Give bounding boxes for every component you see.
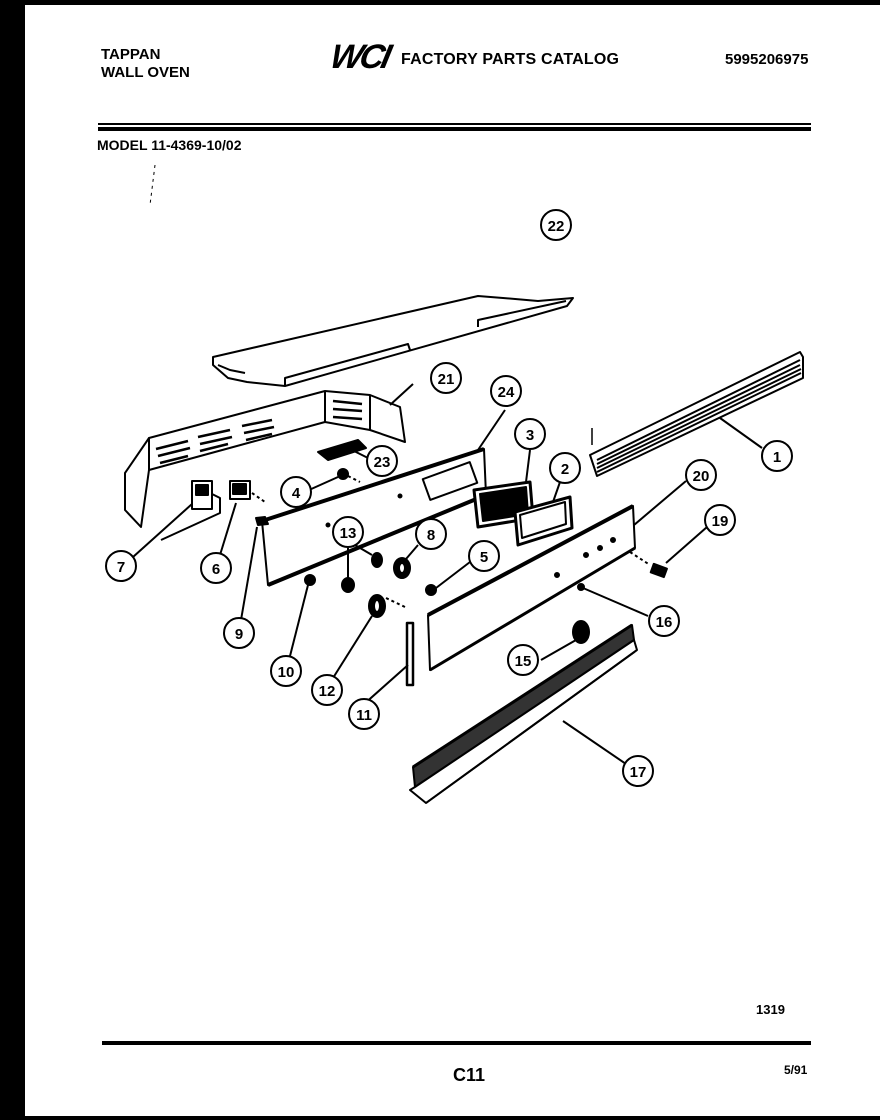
part-20-panel-front [427,480,687,672]
svg-text:24: 24 [498,384,515,401]
callout-13: 13 [332,516,364,548]
catalog-title: FACTORY PARTS CATALOG [401,51,620,68]
footer-rule [102,1041,811,1045]
part-12-bezel [332,594,406,679]
part-10-nut [288,574,316,661]
part-17-bottom-trim [409,623,638,804]
callout-2: 2 [549,452,581,484]
part-1-top-trim [589,351,804,477]
part-13-indicator [341,544,383,593]
part-8-bezel [393,544,419,579]
svg-text:21: 21 [438,371,455,388]
callout-17: 17 [622,755,654,787]
svg-text:20: 20 [693,468,710,485]
part-21-rear-shield [124,383,414,528]
svg-text:5: 5 [480,549,488,566]
part-19-knob [629,526,708,579]
product-type: WALL OVEN [101,64,190,81]
catalog-page: TAPPAN WALL OVEN WCI FACTORY PARTS CATAL… [25,5,880,1116]
svg-text:4: 4 [292,485,301,502]
svg-text:10: 10 [278,664,295,681]
revision-date: 5/91 [784,1063,808,1077]
svg-text:11: 11 [356,707,372,724]
svg-text:22: 22 [548,218,565,235]
callout-4: 4 [280,476,312,508]
part-7-thermostat [132,480,221,558]
svg-text:13: 13 [340,525,357,542]
svg-text:8: 8 [427,527,435,544]
part-11-end-trim [362,621,415,706]
callout-19: 19 [704,504,736,536]
part-6-switch [219,480,266,556]
part-23-terminal-block [317,439,369,461]
svg-text:19: 19 [712,513,729,530]
part-9-bracket [240,516,269,621]
callout-3: 3 [514,418,546,450]
header-rule-thin [98,123,811,125]
callout-24: 24 [490,375,522,407]
page-code: C11 [453,1065,486,1085]
model-number: MODEL 11-4369-10/02 [97,137,242,153]
callout-labels: 22 21 24 3 2 1 20 19 23 4 7 6 13 8 5 9 1… [105,209,793,787]
callout-15: 15 [507,644,539,676]
svg-text:1: 1 [773,449,781,466]
callout-12: 12 [311,674,343,706]
part-15-knob [540,620,590,661]
part-2-bezel [513,481,574,547]
callout-7: 7 [105,550,137,582]
header-rule-thick [98,127,811,131]
callout-22: 22 [540,209,572,241]
part-16-screw [577,583,649,617]
brand-name: TAPPAN [101,46,161,63]
callout-8: 8 [415,518,447,550]
callout-10: 10 [270,655,302,687]
scan-mark [149,164,156,206]
callout-20: 20 [685,459,717,491]
svg-text:3: 3 [526,427,534,444]
callout-11: 11 [348,698,380,730]
svg-text:16: 16 [656,614,673,631]
part-4-grommet [308,468,361,491]
svg-text:23: 23 [374,454,391,471]
callout-23: 23 [366,445,398,477]
product-heading: TAPPAN WALL OVEN [101,46,190,82]
svg-text:17: 17 [630,764,647,781]
svg-text:15: 15 [515,653,532,670]
callout-1: 1 [761,440,793,472]
callout-9: 9 [223,617,255,649]
svg-text:7: 7 [117,559,125,576]
part-22-top-cover [212,295,574,387]
part-5-lens [425,561,471,596]
callout-21: 21 [430,362,462,394]
callout-6: 6 [200,552,232,584]
svg-text:9: 9 [235,626,243,643]
svg-text:12: 12 [319,683,336,700]
callout-5: 5 [468,540,500,572]
callout-16: 16 [648,605,680,637]
svg-text:2: 2 [561,461,569,478]
figure-number: 1319 [756,1002,785,1017]
svg-text:6: 6 [212,561,220,578]
catalog-number: 5995206975 [725,51,809,68]
